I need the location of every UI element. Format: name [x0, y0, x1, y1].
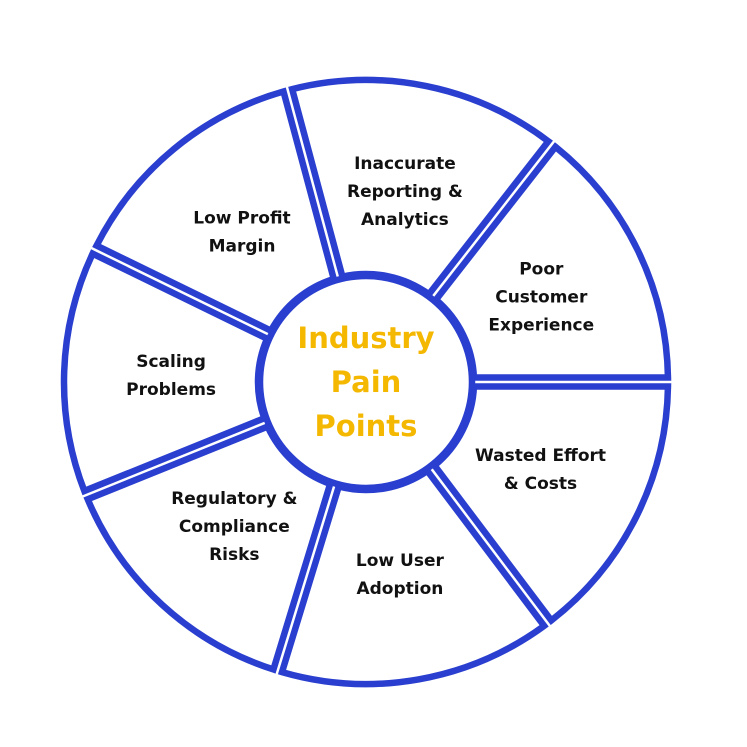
segment-label-line: Poor [519, 260, 564, 280]
segment-label-line: Customer [495, 288, 588, 308]
center-title-line: Industry [297, 321, 434, 355]
segment-label-line: Inaccurate [354, 154, 456, 174]
segment-label-line: Risks [209, 545, 259, 565]
segment-label-line: & Costs [504, 474, 577, 494]
segment-label-line: Low User [356, 551, 445, 571]
segment-label-line: Compliance [179, 517, 290, 537]
segment-label-line: Margin [209, 237, 276, 257]
segment-label-line: Adoption [356, 579, 443, 599]
segment-label-line: Regulatory & [171, 489, 297, 509]
segment-label-line: Wasted Effort [475, 446, 606, 466]
segment-label-line: Experience [488, 316, 594, 336]
center-title-line: Points [315, 409, 418, 443]
segment-label-line: Scaling [136, 352, 206, 372]
center-title-line: Pain [331, 365, 402, 399]
segment-label: Wasted Effort & Costs [475, 446, 606, 494]
center-hub [256, 272, 476, 492]
segment-label-line: Reporting & [347, 182, 463, 202]
segment-label-line: Problems [126, 380, 216, 400]
segment-label-line: Analytics [361, 210, 449, 230]
segment-label-line: Low Profit [193, 209, 290, 229]
